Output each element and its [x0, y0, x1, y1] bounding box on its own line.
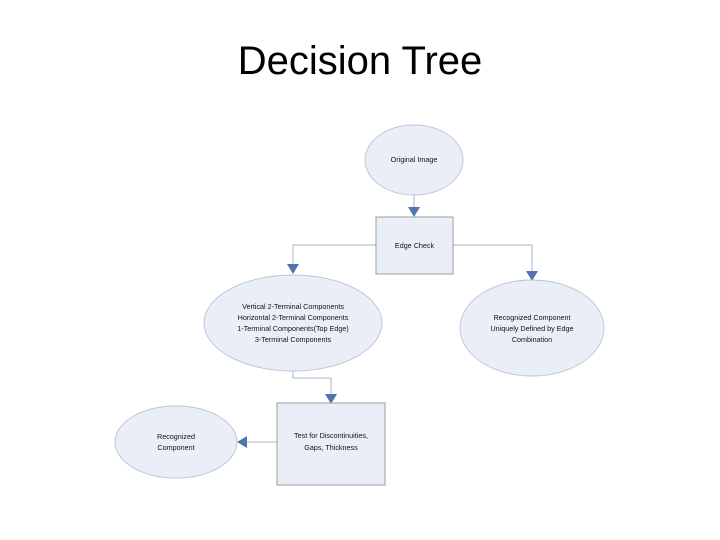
arrow-down-icon-test — [325, 394, 337, 404]
node-shape-ellipse[interactable] — [114, 405, 238, 479]
connector-classes-to-test — [292, 368, 332, 396]
node-shape-ellipse[interactable] — [459, 279, 605, 377]
node-label-classes-line-3: 1-Terminal Components(Top Edge) — [237, 324, 348, 333]
node-shape-ellipse[interactable] — [203, 274, 383, 372]
node-label-recognized-line-2: Component — [157, 443, 194, 452]
arrow-down-icon-recognized-edge — [526, 271, 538, 281]
node-component-classes[interactable]: Vertical 2-Terminal Components Horizonta… — [203, 274, 383, 372]
node-label-classes-line-4: 3-Terminal Components — [255, 335, 332, 344]
connector-edgecheck-to-classes — [292, 244, 376, 265]
node-label-recognized-edge-line-1: Recognized Component — [493, 313, 570, 322]
node-label-edge-check: Edge Check — [395, 241, 435, 250]
arrowhead-layer — [237, 207, 538, 448]
node-shape-rect[interactable] — [276, 402, 386, 486]
arrow-down-icon-edgecheck — [408, 207, 420, 217]
node-recognized-component-edge[interactable]: Recognized Component Uniquely Defined by… — [459, 279, 605, 377]
node-label-classes-line-1: Vertical 2-Terminal Components — [242, 302, 344, 311]
node-label-recognized-edge-line-2: Uniquely Defined by Edge — [490, 324, 573, 333]
connector-edgecheck-to-recognized-edge — [453, 244, 533, 272]
node-label-classes-line-2: Horizontal 2-Terminal Components — [238, 313, 349, 322]
node-label-recognized-edge-line-3: Combination — [512, 335, 552, 344]
node-original-image[interactable]: Original Image — [364, 124, 464, 196]
page-title: Decision Tree — [237, 39, 483, 83]
node-label-recognized-line-1: Recognized — [157, 432, 195, 441]
node-test-discontinuities[interactable]: Test for Discontinuities, Gaps, Thicknes… — [276, 402, 386, 486]
node-shape-rect[interactable] — [375, 216, 454, 275]
connector-layer — [245, 195, 533, 443]
node-shape-ellipse[interactable] — [364, 124, 464, 196]
node-label-test-line-2: Gaps, Thickness — [304, 443, 358, 452]
node-label-original-image: Original Image — [391, 155, 438, 164]
arrow-down-icon-classes — [287, 264, 299, 274]
node-label-test-line-1: Test for Discontinuities, — [294, 431, 368, 440]
arrow-left-icon-recognized — [237, 436, 247, 448]
node-recognized-component[interactable]: Recognized Component — [114, 405, 238, 479]
node-edge-check[interactable]: Edge Check — [375, 216, 454, 275]
